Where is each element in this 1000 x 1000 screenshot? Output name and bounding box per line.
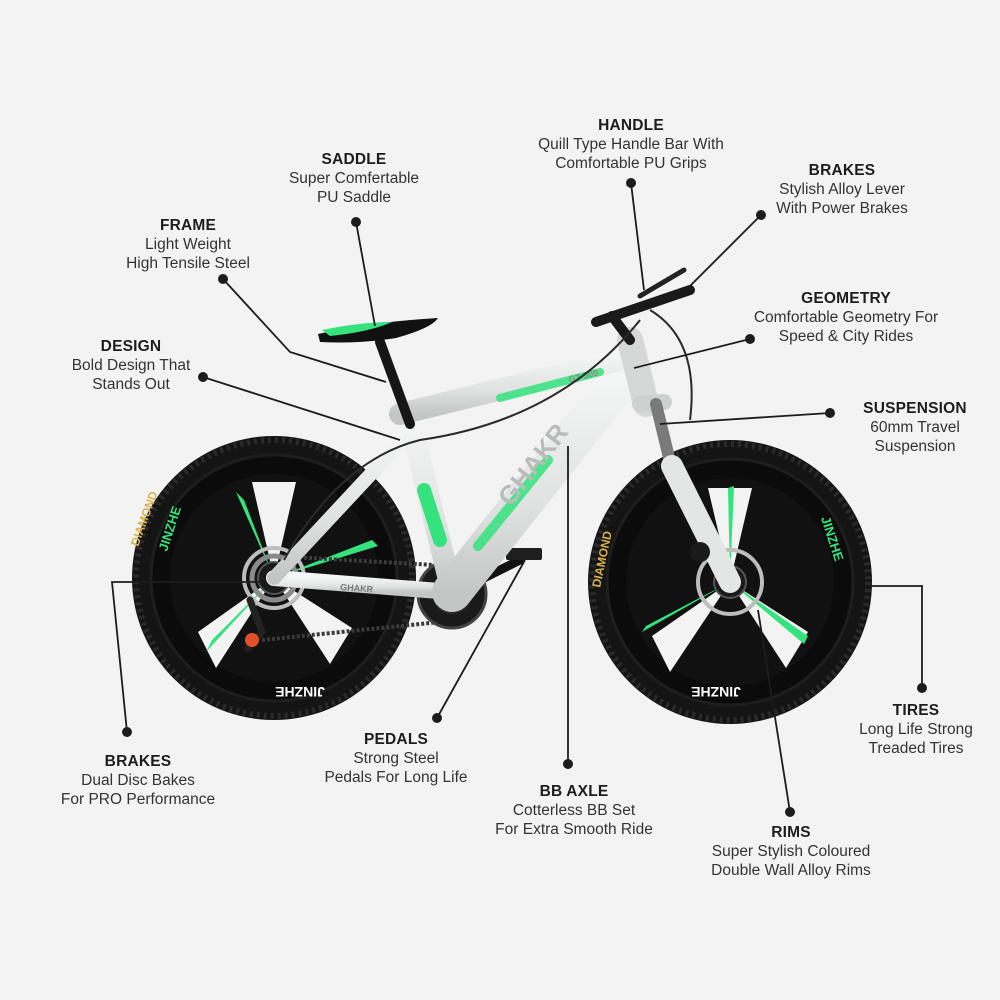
bb-axle-desc-line1: Cotterless BB Set: [512, 802, 636, 819]
frame-desc-line1: Light Weight: [145, 236, 231, 253]
geometry-desc-line1: Comfortable Geometry For: [753, 309, 939, 326]
handle-desc-line1: Quill Type Handle Bar With: [538, 136, 724, 153]
frame-leader-dot: [218, 274, 228, 284]
rear-brake-cable: [283, 319, 641, 561]
seat-tube-accent: [417, 483, 447, 547]
handlebar: [591, 285, 695, 327]
pedals-leader: [436, 559, 526, 719]
callout-bb-axle: BB AXLE Cotterless BB Set For Extra Smoo…: [479, 782, 669, 839]
brakes-top-leader-dot: [756, 210, 766, 220]
bb-axle-leader-dot: [563, 759, 573, 769]
brakes-top-title: BRAKES: [808, 162, 876, 179]
seatstay: [267, 425, 417, 585]
handle-desc-line2: Comfortable PU Grips: [555, 155, 707, 172]
frame-desc-line2: High Tensile Steel: [126, 255, 250, 272]
saddle-desc-line2: PU Saddle: [316, 189, 392, 206]
tires-leader: [868, 585, 923, 688]
suspension-desc-line2: Suspension: [874, 438, 956, 455]
handle-title: HANDLE: [598, 117, 664, 134]
suspension-leader: [659, 412, 831, 425]
saddle-base: [318, 318, 438, 343]
seatpost: [375, 337, 415, 429]
saddle-leader: [355, 221, 376, 327]
rims-title: RIMS: [771, 824, 811, 841]
rear-rim-label-bottom: JINZHE: [275, 684, 325, 700]
suspension-desc-line1: 60mm Travel: [870, 419, 960, 436]
brakes-bottom-title: BRAKES: [104, 753, 172, 770]
down-tube: [432, 360, 640, 612]
suspension-title: SUSPENSION: [863, 400, 967, 417]
tires-leader-dot: [917, 683, 927, 693]
tires-title: TIRES: [892, 702, 940, 719]
fork-lower-leg: [661, 455, 741, 593]
design-desc-line2: Stands Out: [92, 376, 170, 393]
chainstay: [266, 570, 460, 600]
front-caliper: [690, 542, 710, 562]
callout-rims: RIMS Super Stylish Coloured Double Wall …: [694, 823, 888, 880]
head-tube: [617, 327, 659, 417]
rims-desc-line2: Double Wall Alloy Rims: [711, 862, 871, 879]
geometry-leader: [633, 338, 751, 369]
callout-handle: HANDLE Quill Type Handle Bar With Comfor…: [526, 116, 736, 173]
rims-desc-line1: Super Stylish Coloured: [711, 843, 871, 860]
handle-leader: [630, 182, 645, 291]
leader-lines: [111, 178, 927, 817]
callout-pedals: PEDALS Strong Steel Pedals For Long Life: [311, 730, 481, 787]
brake-cable: [649, 309, 693, 421]
pedals-leader-dot: [432, 713, 442, 723]
down-tube-accent: [473, 455, 553, 551]
saddle-desc-line1: Super Comfertable: [288, 170, 420, 187]
pedals-desc-line2: Pedals For Long Life: [324, 769, 468, 786]
design-leader: [202, 376, 401, 441]
derailleur-pulley: [245, 633, 259, 647]
callout-design: DESIGN Bold Design That Stands Out: [56, 337, 206, 394]
tires-desc-line1: Long Life Strong: [859, 721, 973, 738]
tires-desc-line2: Treaded Tires: [868, 740, 964, 757]
callout-brakes-bottom: BRAKES Dual Disc Bakes For PRO Performan…: [48, 752, 228, 809]
geometry-title: GEOMETRY: [801, 290, 891, 307]
design-desc-line1: Bold Design That: [71, 357, 191, 374]
brakes-bottom-desc-line1: Dual Disc Bakes: [81, 772, 195, 789]
handlebar-assembly: [283, 267, 695, 561]
brake-lever: [637, 267, 687, 299]
chainstay-label: GHAKR: [340, 582, 374, 594]
callout-brakes-top: BRAKES Stylish Alloy Lever With Power Br…: [762, 161, 922, 218]
bb-axle-title: BB AXLE: [539, 783, 609, 800]
handle-leader-dot: [626, 178, 636, 188]
callout-suspension: SUSPENSION 60mm Travel Suspension: [852, 399, 978, 456]
callout-frame: FRAME Light Weight High Tensile Steel: [108, 216, 268, 273]
frame-leader: [222, 278, 387, 383]
callout-geometry: GEOMETRY Comfortable Geometry For Speed …: [741, 289, 951, 346]
suspension-leader-dot: [825, 408, 835, 418]
rims-leader: [757, 609, 791, 813]
frame-title: FRAME: [159, 217, 217, 234]
front-mag-spokes: [642, 486, 808, 672]
front-tire-tread: [589, 441, 871, 723]
suspension-fork: [632, 394, 741, 593]
geometry-desc-line2: Speed & City Rides: [778, 328, 914, 345]
brakes-bottom-desc-line2: For PRO Performance: [60, 791, 216, 808]
pedal: [506, 548, 542, 560]
pedals-desc-line1: Strong Steel: [353, 750, 439, 767]
brakes-top-desc-line2: With Power Brakes: [776, 200, 908, 217]
callout-tires: TIRES Long Life Strong Treaded Tires: [846, 701, 986, 758]
geometry-leader-dot: [745, 334, 755, 344]
front-disc-rotor: [696, 548, 764, 616]
brakes-top-leader: [683, 214, 762, 293]
brakes-bottom-leader: [111, 581, 260, 733]
rear-tire-tread: [133, 437, 415, 719]
pedals-title: PEDALS: [363, 731, 429, 748]
design-title: DESIGN: [100, 338, 162, 355]
saddle-leader-dot: [351, 217, 361, 227]
brakes-bottom-leader-dot: [122, 727, 132, 737]
design-leader-dot: [198, 372, 208, 382]
callout-saddle: SADDLE Super Comfertable PU Saddle: [274, 150, 434, 207]
rims-leader-dot: [785, 807, 795, 817]
bb-axle-desc-line2: For Extra Smooth Ride: [495, 821, 653, 838]
saddle-title: SADDLE: [321, 151, 387, 168]
front-rim-label-bottom: JINZHE: [691, 684, 741, 700]
brakes-top-desc-line1: Stylish Alloy Lever: [779, 181, 905, 198]
